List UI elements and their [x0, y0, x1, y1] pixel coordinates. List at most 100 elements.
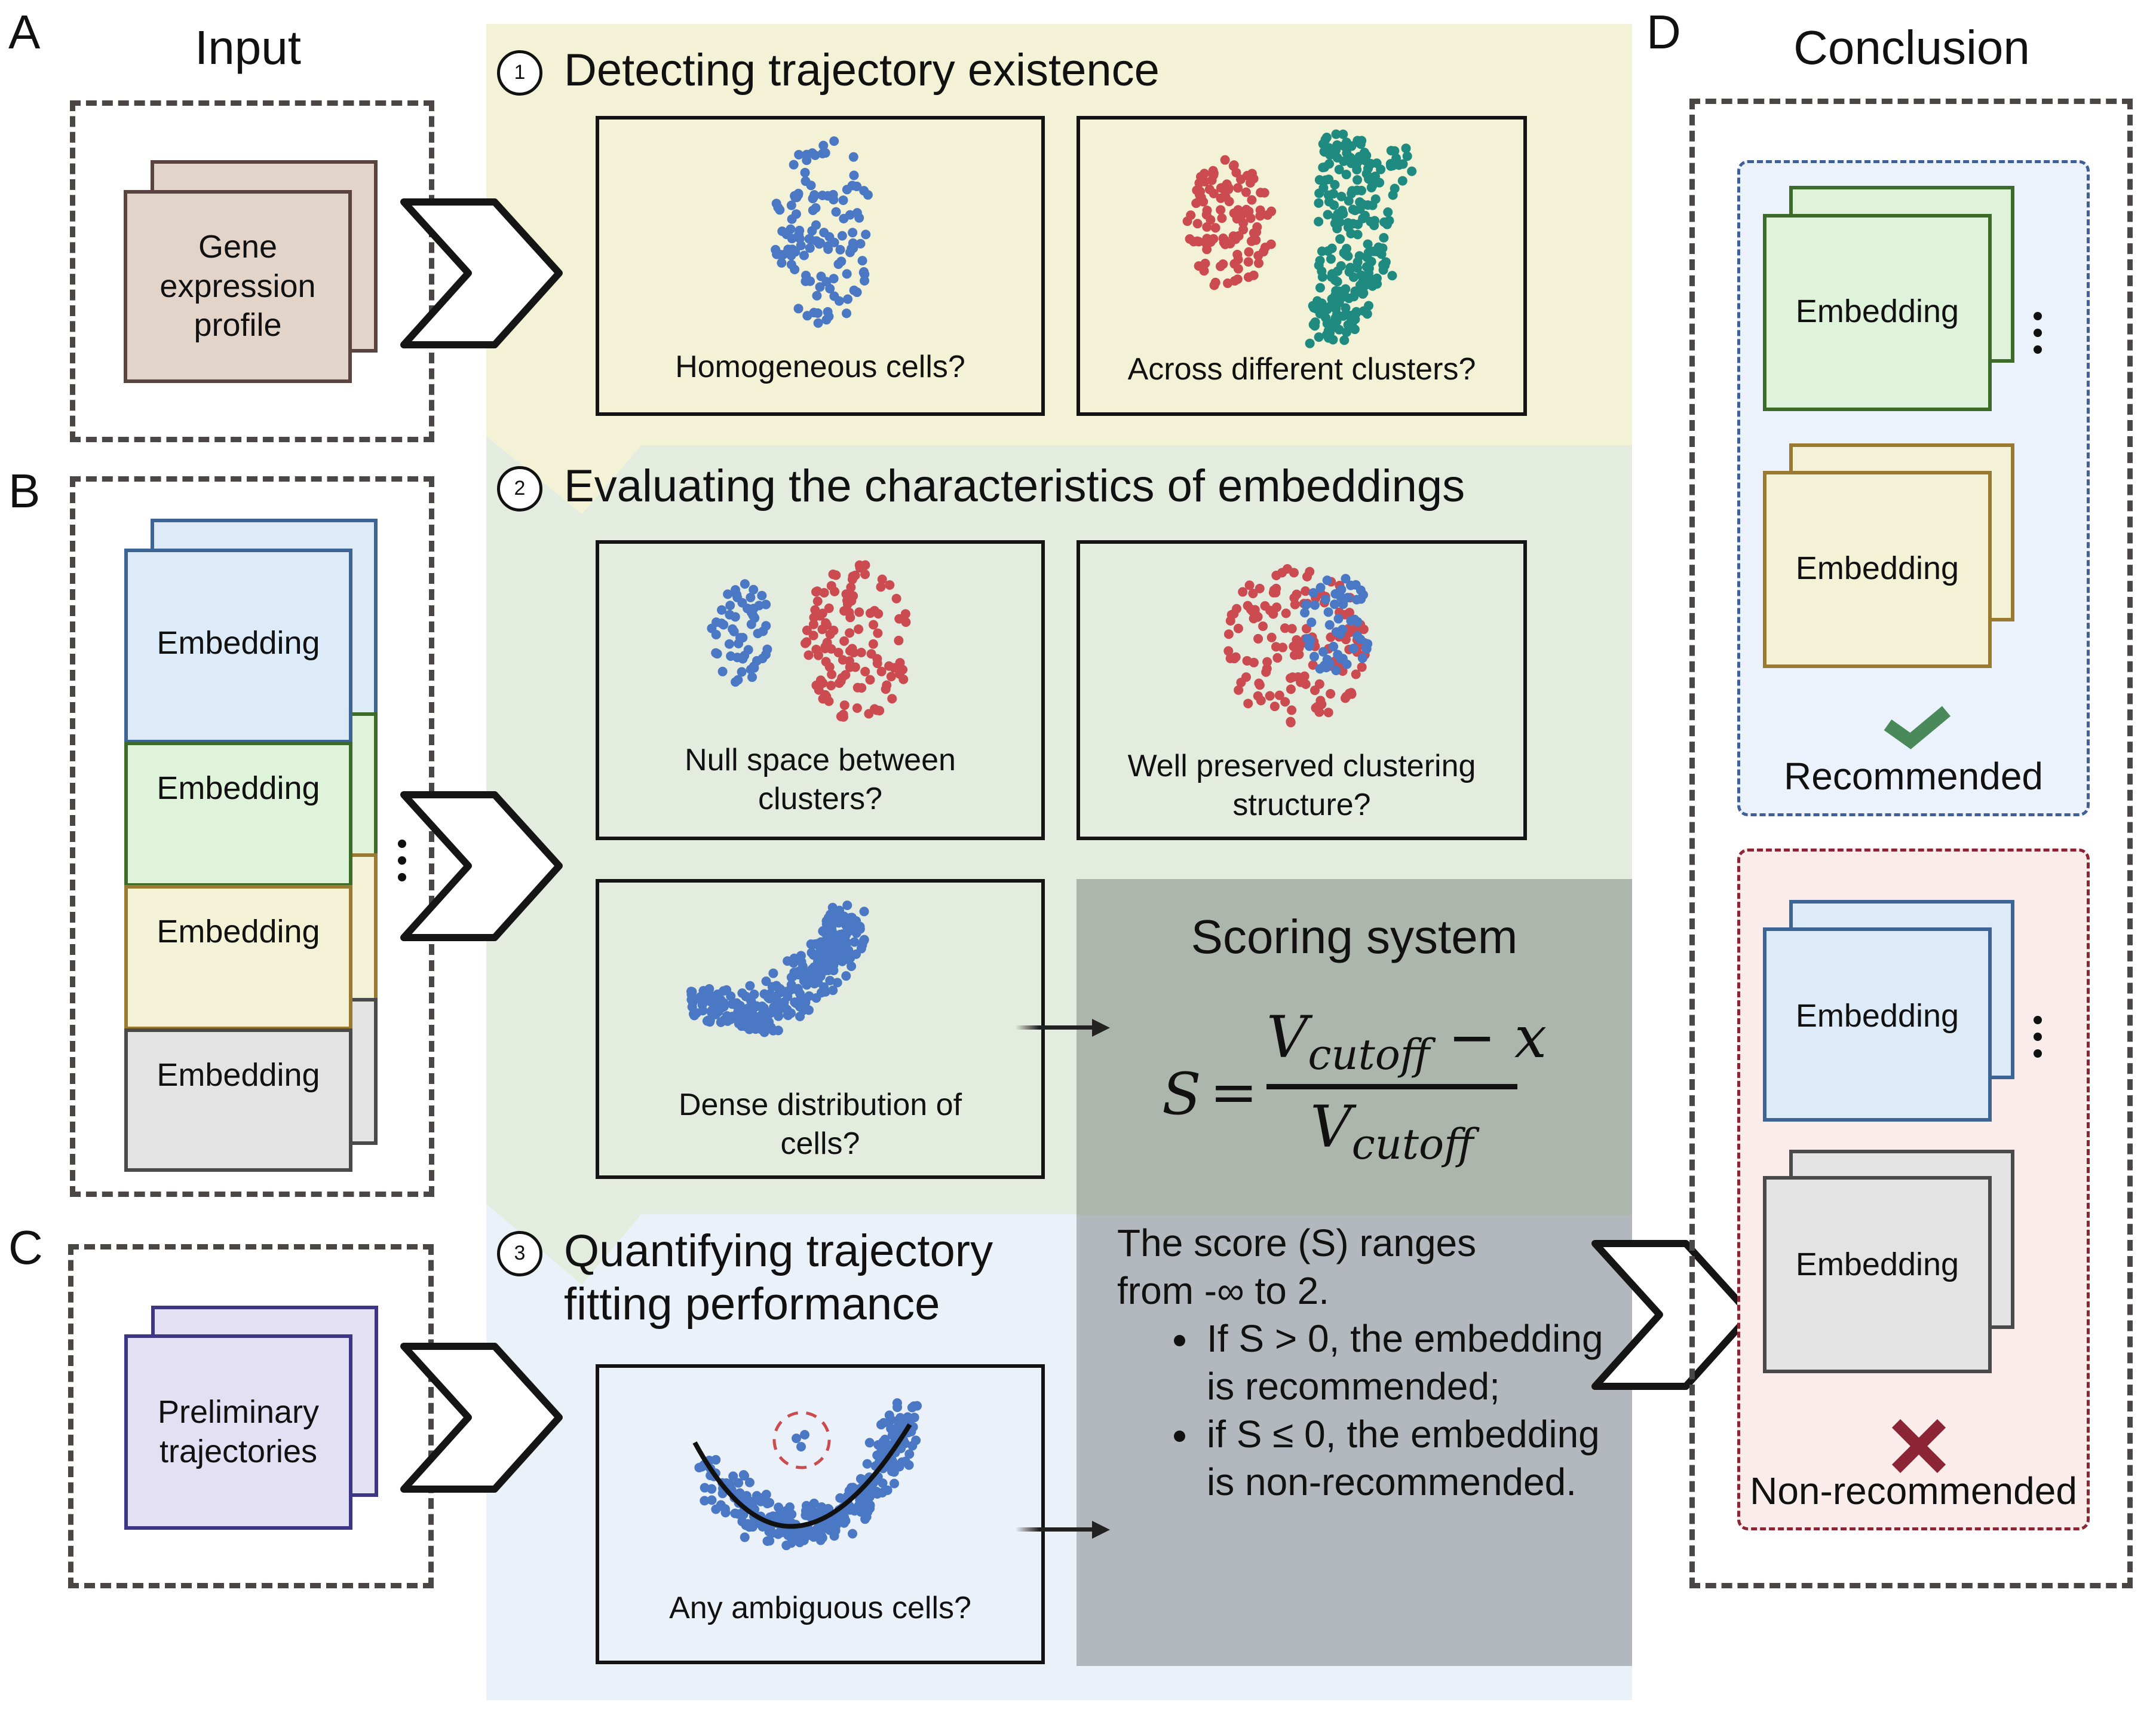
cell-dot [876, 666, 887, 676]
cell-dot [809, 190, 820, 200]
cell-dot [801, 1510, 811, 1520]
cell-dot [1195, 194, 1206, 204]
cell-dot [829, 626, 839, 636]
cell-dot [887, 694, 897, 704]
cell-dot [1338, 129, 1348, 139]
cell-dot [835, 244, 845, 255]
cell-dot [1370, 216, 1380, 226]
cell-dot [860, 275, 870, 286]
cell-dot [1262, 210, 1272, 220]
cell-dot [1314, 216, 1324, 226]
cell-dot [887, 1466, 897, 1477]
question-caption: Well preserved clustering structure? [1127, 749, 1476, 822]
embedding-label: Embedding [157, 625, 320, 661]
cell-dot [872, 1489, 882, 1499]
cell-dot [1402, 151, 1412, 161]
cell-dot [700, 1496, 710, 1506]
cell-dot [1243, 699, 1253, 709]
cell-dot [1207, 175, 1217, 185]
cell-dot [838, 195, 848, 206]
cell-dot [1355, 204, 1365, 214]
cell-dot [1315, 583, 1326, 593]
cell-dot [1354, 152, 1364, 162]
cell-dot [812, 596, 823, 607]
cell-dot [1318, 183, 1329, 193]
cell-dot [743, 1519, 753, 1529]
cell-dot [786, 200, 796, 210]
cell-dot [717, 666, 728, 676]
cell-dot [1324, 620, 1335, 630]
cell-dot [893, 1402, 903, 1412]
cell-dot [779, 997, 789, 1007]
cross-icon [1891, 1419, 1946, 1474]
question-ambiguous-cells: Any ambiguous cells? [596, 1364, 1045, 1664]
cell-dot [1223, 278, 1233, 289]
cell-dot [1317, 246, 1327, 256]
cell-dot [860, 560, 870, 570]
denominator-subscript: cutoff [1351, 1120, 1474, 1169]
embedding-card-green: Embedding [124, 742, 352, 887]
cell-dot [844, 656, 854, 666]
cell-dot [890, 1478, 900, 1489]
cell-dot [1341, 574, 1351, 584]
cell-dot [865, 608, 875, 618]
cell-dot [863, 1507, 873, 1517]
cell-dot [894, 1425, 904, 1435]
conclusion-column-title: Conclusion [1793, 21, 2030, 74]
cell-dot [812, 586, 823, 596]
scoring-system-title: Scoring system [1191, 910, 1518, 963]
cell-dot [1224, 197, 1234, 207]
cell-dot [1398, 159, 1408, 169]
cell-dot [738, 1491, 749, 1501]
cell-dot [1225, 615, 1235, 626]
cell-dot [790, 1527, 801, 1538]
cell-dot [771, 244, 781, 255]
cell-dot [1333, 614, 1344, 624]
cell-dot [848, 228, 858, 238]
cell-dot [845, 628, 855, 638]
cell-dot [1268, 609, 1278, 619]
input-trajectories-frame [68, 1244, 434, 1588]
cell-dot [852, 208, 862, 218]
cell-dot [1317, 266, 1327, 276]
cell-dot [1245, 177, 1255, 188]
cell-dot [1327, 243, 1337, 253]
cell-dot [1353, 175, 1363, 185]
cell-dot [818, 926, 828, 936]
cell-dot [1294, 650, 1304, 660]
cell-dot [808, 620, 818, 630]
score-range-line2: from -∞ to 2. [1117, 1269, 1330, 1312]
cell-dot [847, 180, 857, 191]
cell-dot [885, 1415, 895, 1425]
cell-dot [904, 1449, 915, 1459]
cell-dot [1315, 283, 1325, 293]
cell-dot [1348, 644, 1358, 654]
denominator-v: V [1310, 1094, 1352, 1160]
cell-dot [1353, 219, 1363, 229]
cell-dot [1314, 679, 1324, 689]
cell-dot [1330, 599, 1340, 610]
cell-dot [802, 625, 812, 635]
cell-dot [753, 629, 763, 639]
cell-dot [762, 644, 772, 654]
cell-dot [803, 650, 814, 660]
step2-title: 2 Evaluating the characteristics of embe… [497, 460, 1465, 513]
cell-dot [1234, 685, 1244, 695]
cell-dot [786, 224, 796, 234]
cell-dot [1316, 301, 1326, 311]
cell-dot [789, 967, 799, 978]
cell-dot [842, 308, 852, 318]
cell-dot [1332, 627, 1342, 637]
cell-dot [756, 1496, 766, 1506]
cell-dot [799, 250, 809, 261]
cell-dot [747, 1007, 757, 1017]
rule-recommended: If S > 0, the embedding is recommended; [1201, 1315, 1607, 1410]
cell-dot [725, 601, 735, 611]
cell-dot [1341, 691, 1351, 702]
cell-dot [1352, 595, 1362, 605]
panel-letter-b: B [8, 464, 41, 517]
cell-dot [1301, 586, 1311, 596]
cell-dot [810, 605, 820, 615]
cell-dot [1246, 236, 1256, 246]
cell-dot [859, 267, 869, 277]
